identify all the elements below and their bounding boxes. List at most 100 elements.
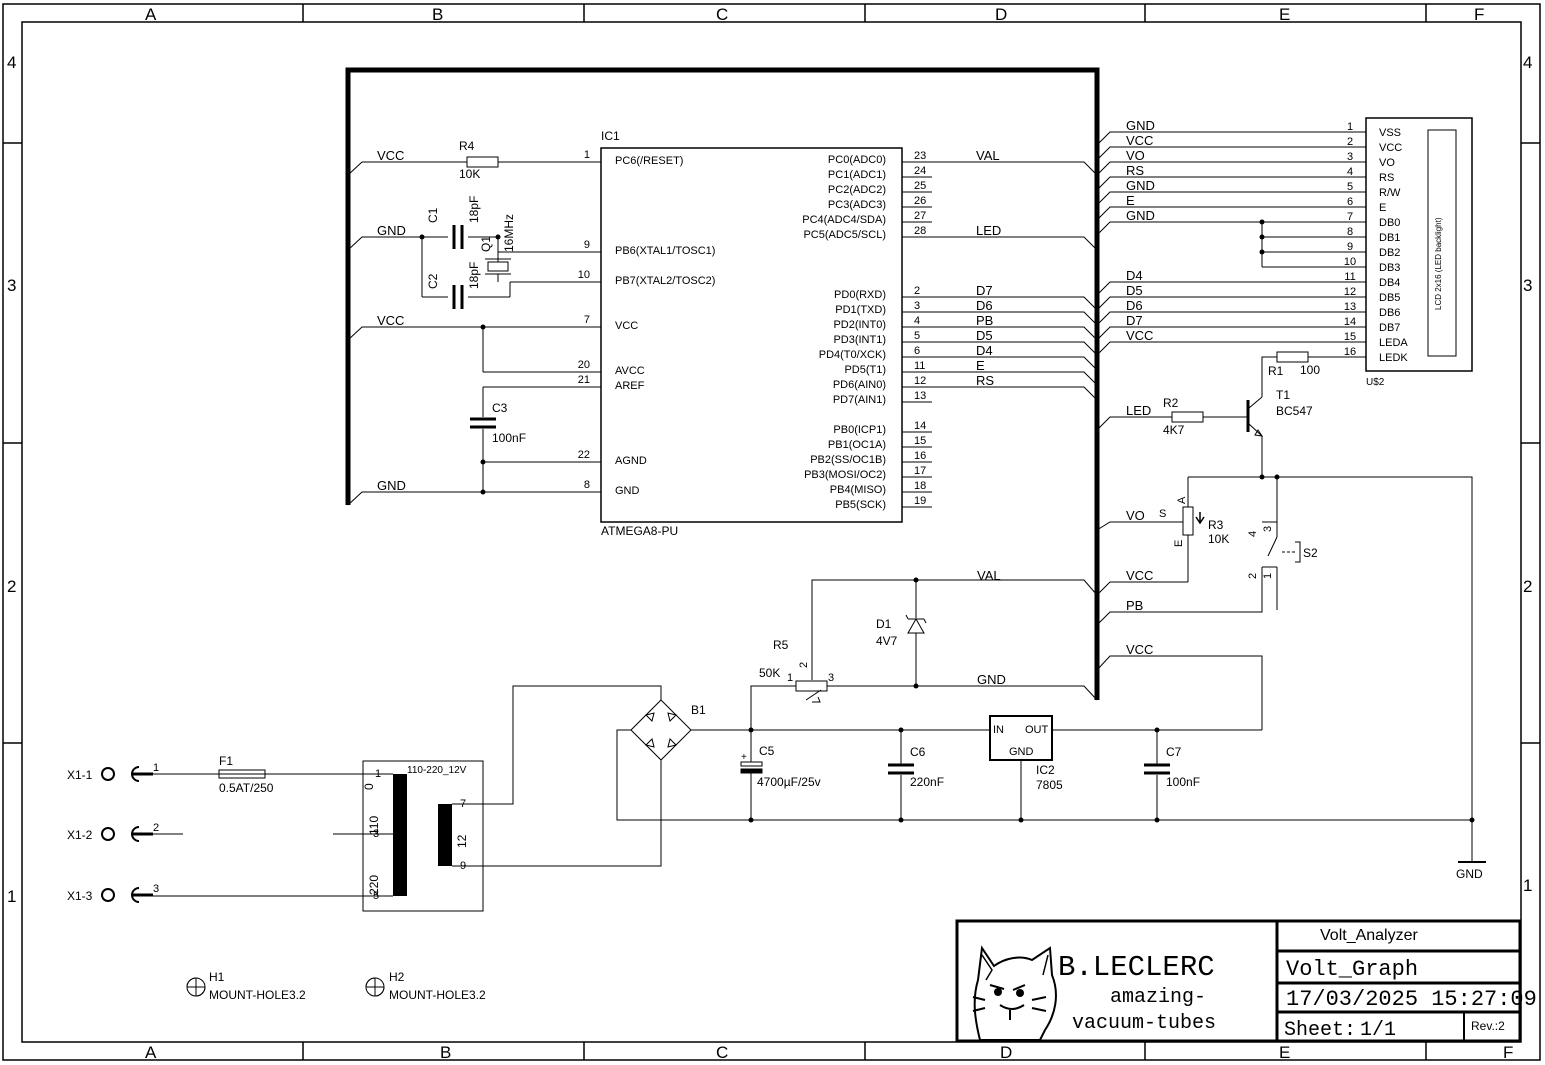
lcd-pin-number: 8	[1347, 226, 1353, 238]
lcd-pin-number: 14	[1344, 316, 1356, 328]
mcu-pin-number: 11	[914, 360, 925, 372]
mcu-pin-number: 7	[584, 314, 590, 326]
c5-plus: +	[741, 752, 747, 763]
net-label: VCC	[1126, 568, 1153, 583]
f1-value: 0.5AT/250	[219, 781, 274, 795]
row-label: 1	[7, 887, 16, 906]
mcu-pin-name: AREF	[615, 380, 645, 392]
lcd-net-wire	[1096, 191, 1336, 206]
mcu-pin-name: PD6(AIN0)	[833, 379, 886, 391]
c7-value: 100nF	[1166, 775, 1200, 789]
mcu-pin-name: PB6(XTAL1/TOSC1)	[615, 245, 715, 257]
mains-connector-x1: X1-1 1 X1-2 2 X1-3 3	[67, 762, 159, 903]
mcu-pin-number: 27	[914, 210, 926, 222]
lcd-pin-number: 11	[1344, 271, 1355, 283]
r1-value: 100	[1300, 363, 1320, 377]
mcu-net-wire	[932, 161, 1098, 176]
x1-name: X1-1	[67, 768, 93, 782]
date-time: 17/03/2025 15:27:09	[1286, 987, 1537, 1012]
mcu-pin-number: 22	[578, 449, 590, 461]
mcu-pin-number: 1	[584, 149, 590, 161]
row-label: 4	[1523, 53, 1532, 72]
mcu-pin-number: 9	[584, 239, 590, 251]
mcu-pin-number: 14	[914, 420, 926, 432]
lcd-pin-number: 7	[1347, 211, 1353, 223]
sheet-number: 1/1	[1360, 1019, 1396, 1042]
lcd-desc: LCD 2x16 (LED backlight)	[1434, 217, 1443, 310]
mcu-pin-name: PB2(SS/OC1B)	[810, 454, 886, 466]
mcu-pin-name: PB1(OC1A)	[828, 439, 886, 451]
lcd-pin-name: DB2	[1379, 247, 1400, 259]
row-label: 2	[7, 577, 16, 596]
net-label: VCC	[1126, 642, 1153, 657]
sheet-title: Volt_Graph	[1286, 957, 1418, 982]
revision: Rev.:2	[1471, 1019, 1505, 1033]
lcd-pins: VSS1GNDVCC2VCCVO3VORS4RSR/W5GNDE6EDB07GN…	[1096, 118, 1408, 364]
x1-pin-num: 3	[153, 883, 159, 895]
col-label: C	[716, 1043, 728, 1062]
lcd-pin-number: 6	[1347, 196, 1353, 208]
s2-pin: 4	[1247, 531, 1259, 537]
r3-pin-a: A	[1176, 496, 1188, 504]
switch-s2: S2 4 3 2 1 PB	[1096, 477, 1318, 626]
mcu-pin-name: PC3(ADC3)	[828, 199, 886, 211]
lcd-pin-number: 12	[1344, 286, 1356, 298]
r4-value: 10K	[459, 167, 480, 181]
mcu-pin-name: PD1(TXD)	[835, 304, 886, 316]
x1-pin-num: 1	[153, 762, 159, 774]
lcd-net-wire	[1096, 326, 1336, 341]
net-label: VAL	[976, 148, 1000, 163]
mcu-value: ATMEGA8-PU	[601, 524, 678, 538]
mcu-pin-number: 18	[914, 480, 926, 492]
lcd-pin-number: 1	[1347, 121, 1353, 133]
mcu-pin-number: 28	[914, 225, 926, 237]
ic2-in: IN	[993, 724, 1004, 736]
net-label: PB	[1126, 598, 1143, 613]
lcd-db-gnd-jumps	[1259, 219, 1265, 267]
lcd-pin-number: 9	[1347, 241, 1353, 253]
lcd-pin-number: 3	[1347, 151, 1353, 163]
contrast-trimmer-r3: VO S A E R3 10K VCC	[1096, 476, 1262, 596]
h2-value: MOUNT-HOLE3.2	[389, 988, 486, 1002]
drawing-frame	[2, 3, 1541, 1061]
mcu-pin-name: VCC	[615, 320, 638, 332]
lcd-net-wire	[1096, 296, 1336, 311]
mcu-pin-number: 15	[914, 435, 926, 447]
h1-name: H1	[209, 970, 225, 984]
col-label: D	[995, 5, 1007, 24]
row-label: 3	[7, 276, 16, 295]
s2-pin: 2	[1247, 573, 1259, 579]
mcu-net-wire	[932, 371, 1098, 386]
lcd-pin-name: DB4	[1379, 277, 1400, 289]
mcu-pin-name: PC5(ADC5/SCL)	[803, 229, 886, 241]
mcu-pin-name: PB5(SCK)	[835, 499, 886, 511]
tr-tap: 12	[455, 834, 469, 848]
mcu-pin-name: PB0(ICP1)	[833, 424, 886, 436]
c5-name: C5	[759, 744, 775, 758]
lcd-net-wire	[1096, 311, 1336, 326]
tr-pin: 1	[375, 768, 381, 780]
q1-value: 16MHz	[502, 214, 516, 252]
d1-value: 4V7	[876, 634, 898, 648]
mcu-pin-name: AVCC	[615, 365, 645, 377]
lcd-net-wire	[1096, 206, 1336, 221]
net-label: GND	[377, 478, 406, 493]
lcd-pin-name: DB6	[1379, 307, 1400, 319]
lcd-pin-name: R/W	[1379, 187, 1401, 199]
c2-name: C2	[426, 273, 440, 289]
r3-pin-s: S	[1159, 508, 1166, 520]
net-label: VCC	[1126, 328, 1153, 343]
lcd-pin-name: DB5	[1379, 292, 1400, 304]
net-label: GND	[977, 672, 1006, 687]
net-label: LED	[1126, 403, 1151, 418]
net-label: D7	[976, 283, 993, 298]
lcd-u2: LCD 2x16 (LED backlight) U$2 VSS1GNDVCC2…	[1096, 117, 1473, 388]
tr-pin: 5	[373, 890, 379, 902]
lcd-pin-name: LEDA	[1379, 337, 1408, 349]
mcu-pin-name: PB3(MOSI/OC2)	[804, 469, 886, 481]
mcu-pin-number: 3	[914, 300, 920, 312]
mcu-pin-number: 20	[578, 359, 590, 371]
lcd-net-wire	[1096, 176, 1336, 191]
c2-value: 18pF	[467, 262, 481, 289]
